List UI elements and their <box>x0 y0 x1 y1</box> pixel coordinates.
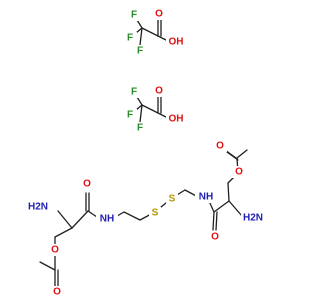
right-acetyl-oxygen: O <box>216 141 224 152</box>
tfa1-fluorine-2: F <box>127 33 133 44</box>
main-molecule-bonds <box>39 149 248 287</box>
molecule-svg: F F F O OH F F F O OH <box>26 8 265 298</box>
right-amide-oxygen: O <box>211 232 219 243</box>
right-amide-nitrogen: NH <box>199 192 213 203</box>
main-molecule-labels: H2N O NH O O S S NH O H2N O O <box>26 140 265 298</box>
sulfur-2: S <box>169 194 176 205</box>
tfa1-carbonyl-oxygen: O <box>155 9 163 20</box>
tfa1-fluorine-1: F <box>131 10 137 21</box>
left-amide-oxygen: O <box>83 179 91 190</box>
tfa2-fluorine-2: F <box>127 110 133 121</box>
tfa-molecule-2: F F F O OH <box>123 85 186 134</box>
tfa2-fluorine-1: F <box>131 87 137 98</box>
tfa2-fluorine-3: F <box>137 123 143 134</box>
left-amine: H2N <box>28 202 48 213</box>
tfa2-carbonyl-oxygen: O <box>155 86 163 97</box>
left-acetyl-oxygen: O <box>53 287 61 298</box>
structure-diagram: F F F O OH F F F O OH <box>26 8 265 298</box>
right-amine: H2N <box>243 213 263 224</box>
tfa2-hydroxyl: OH <box>169 114 184 125</box>
right-ester-oxygen: O <box>235 167 243 178</box>
tfa-molecule-1: F F F O OH <box>123 8 186 57</box>
tfa1-hydroxyl: OH <box>169 37 184 48</box>
tfa1-fluorine-3: F <box>137 46 143 57</box>
left-amide-nitrogen: NH <box>100 214 114 225</box>
sulfur-1: S <box>152 208 159 219</box>
left-ester-oxygen: O <box>51 245 59 256</box>
